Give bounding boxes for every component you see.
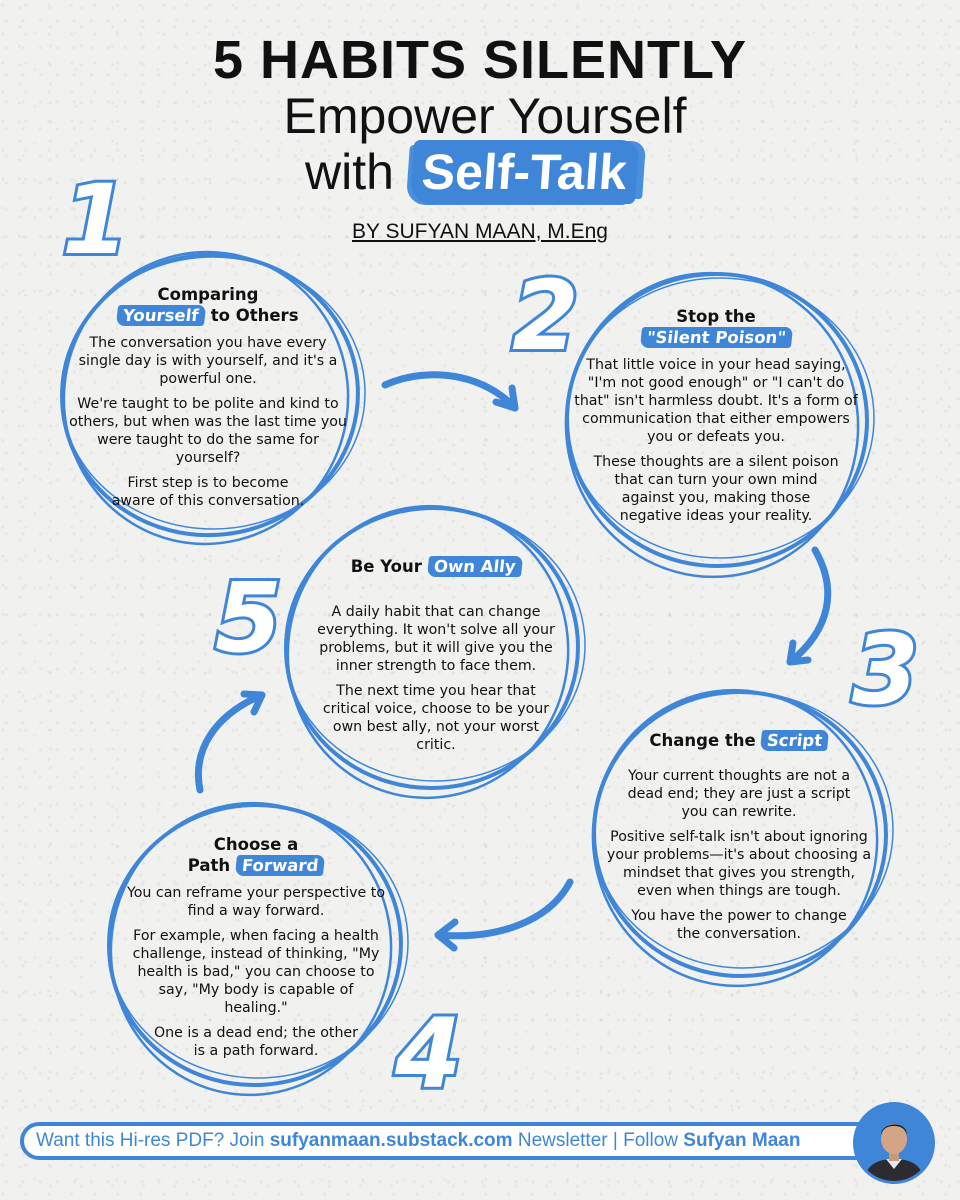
habit-number-1: 1 bbox=[59, 164, 132, 276]
habit-title: Comparing Yourself to Others bbox=[68, 284, 348, 326]
arrow-4-to-5 bbox=[195, 690, 266, 794]
habit-title-highlight: Yourself bbox=[116, 305, 207, 326]
habit-title-prefix: Stop the bbox=[676, 307, 756, 326]
habit-paragraph: These thoughts are a silent poison that … bbox=[593, 454, 839, 524]
habit-paragraph: A daily habit that can change everything… bbox=[317, 604, 555, 674]
habit-title-prefix-2: Path bbox=[187, 856, 231, 875]
habit-card-2: Stop the "Silent Poison" That little voi… bbox=[574, 306, 858, 532]
habit-title: Change the Script bbox=[604, 730, 874, 751]
habit-title-prefix: Be Your bbox=[350, 557, 422, 576]
habit-title-highlight: "Silent Poison" bbox=[639, 327, 793, 348]
habit-number-2: 2 bbox=[509, 260, 582, 372]
person-icon bbox=[856, 1105, 932, 1181]
arrow-2-to-3 bbox=[786, 546, 832, 666]
habit-paragraph: Your current thoughts are not a dead end… bbox=[627, 768, 851, 820]
habit-paragraph: First step is to become aware of this co… bbox=[111, 475, 305, 509]
footer-author-name[interactable]: Sufyan Maan bbox=[683, 1130, 801, 1151]
habit-card-3: Change the Script Your current thoughts … bbox=[604, 730, 874, 950]
habit-title-suffix: to Others bbox=[210, 306, 299, 325]
habit-title: Choose a Path Forward bbox=[126, 834, 386, 876]
habit-title-prefix: Comparing bbox=[157, 285, 259, 304]
footer-banner: Want this Hi-res PDF? Join sufyanmaan.su… bbox=[20, 1122, 910, 1160]
title-line-3-prefix: with bbox=[305, 144, 394, 200]
habit-title-highlight: Forward bbox=[234, 855, 326, 876]
habit-number-4: 4 bbox=[392, 998, 465, 1110]
habit-paragraph: You have the power to change the convers… bbox=[631, 908, 847, 942]
habit-card-4: Choose a Path Forward You can reframe yo… bbox=[126, 834, 386, 1067]
habit-paragraph: The conversation you have every single d… bbox=[78, 335, 338, 387]
footer-substack-link[interactable]: sufyanmaan.substack.com bbox=[269, 1130, 513, 1151]
habit-title-highlight: Script bbox=[760, 730, 830, 751]
habit-paragraph: You can reframe your perspective to find… bbox=[126, 885, 386, 919]
habit-title-prefix: Choose a bbox=[213, 835, 299, 854]
habit-title-prefix: Change the bbox=[649, 731, 756, 750]
habit-title-highlight: Own Ally bbox=[426, 556, 523, 577]
habit-paragraph: That little voice in your head saying, "… bbox=[574, 357, 858, 445]
habit-paragraph: For example, when facing a health challe… bbox=[132, 928, 380, 1016]
habit-card-1: Comparing Yourself to Others The convers… bbox=[68, 284, 348, 517]
arrow-3-to-4 bbox=[434, 878, 574, 952]
byline: BY SUFYAN MAAN, M.Eng bbox=[352, 220, 608, 243]
habit-paragraph: The next time you hear that critical voi… bbox=[322, 683, 550, 753]
avatar bbox=[853, 1102, 935, 1184]
title-line-1: 5 HABITS SILENTLY bbox=[212, 30, 748, 90]
habit-title: Be Your Own Ally bbox=[305, 556, 567, 577]
habit-number-3: 3 bbox=[849, 614, 922, 726]
title-highlight-self-talk: Self-Talk bbox=[409, 140, 639, 204]
arrow-1-to-2 bbox=[381, 371, 519, 412]
habit-paragraph: One is a dead end; the other is a path f… bbox=[154, 1025, 358, 1059]
title-line-2: Empower Yourself bbox=[283, 88, 687, 144]
habit-card-5: Be Your Own Ally A daily habit that can … bbox=[305, 556, 567, 761]
habit-paragraph: We're taught to be polite and kind to ot… bbox=[69, 396, 347, 466]
title-line-3: with Self-Talk bbox=[305, 140, 639, 204]
footer-text-1: Want this Hi-res PDF? Join bbox=[36, 1130, 270, 1151]
habit-number-5: 5 bbox=[212, 562, 285, 674]
footer-text-2: Newsletter | Follow bbox=[512, 1130, 684, 1151]
habit-title: Stop the "Silent Poison" bbox=[574, 306, 858, 348]
habit-paragraph: Positive self-talk isn't about ignoring … bbox=[606, 829, 872, 899]
